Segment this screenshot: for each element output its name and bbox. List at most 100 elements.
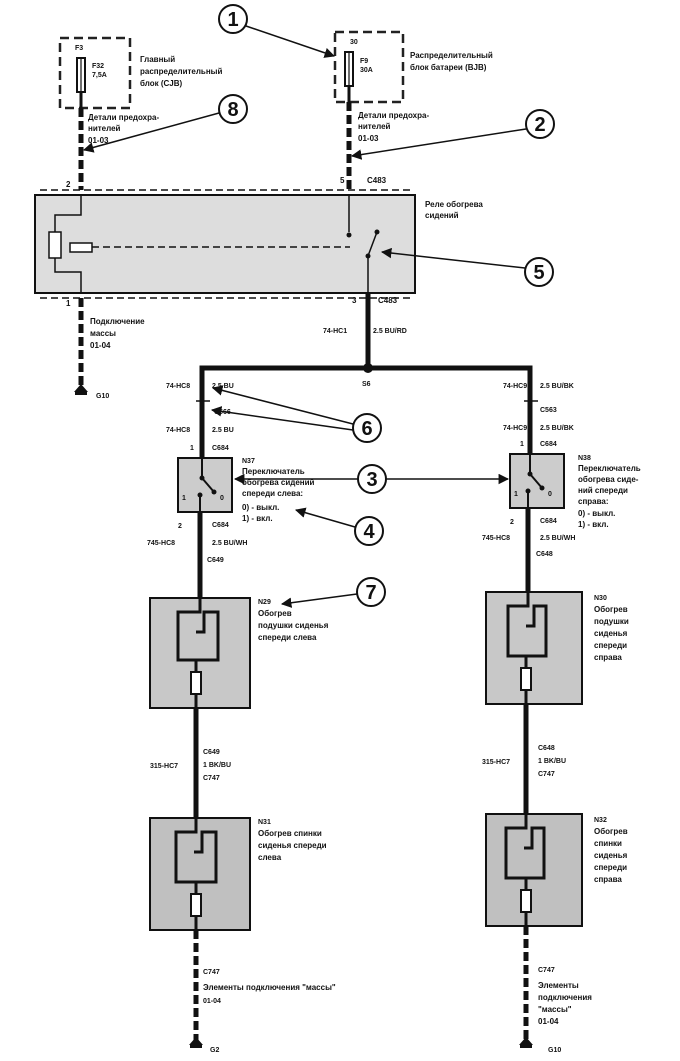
right-between-spec: 1 BK/BU	[538, 758, 566, 765]
fuse-details-right-1: Детали предохра-	[358, 111, 429, 120]
relay-title-2: сидений	[425, 211, 459, 220]
right-cushion-title-4: спереди	[594, 641, 627, 650]
fuse-bjb-desc-2: блок батареи (BJB)	[410, 63, 487, 72]
fuse-details-right-2: нителей	[358, 122, 391, 131]
right-back-title-4: спереди	[594, 863, 627, 872]
callout-7-label: 7	[365, 582, 376, 604]
relay-pin-5: 5	[340, 176, 345, 185]
left-switch-title-2: обогрева сидений	[242, 478, 315, 487]
right-back-id: N32	[594, 817, 607, 824]
right-cushion-heater	[485, 591, 583, 705]
right-cushion-id: N30	[594, 595, 607, 602]
callout-1: 1	[218, 4, 335, 58]
ground-left-text-3: 01-04	[90, 341, 111, 350]
right-wire-switch-out-spec: 2.5 BU/WH	[540, 535, 575, 542]
right-wire-switch-out-code: 745-HC8	[482, 535, 510, 542]
right-switch-state-1: 1) - вкл.	[578, 520, 609, 529]
right-between-conn-1: C648	[538, 745, 555, 752]
fuse-bjb-name: F9	[360, 58, 368, 65]
callout-8-label: 8	[227, 99, 238, 121]
left-switch-state-0: 0) - выкл.	[242, 503, 279, 512]
right-switch-pin-bottom: 2	[510, 519, 514, 526]
right-back-title-5: справа	[594, 875, 622, 884]
right-cushion-title-2: подушки	[594, 617, 629, 626]
left-wire-switch-out-code: 745-HC8	[147, 540, 175, 547]
right-wire-top-code: 74-HC9	[503, 383, 527, 390]
fuse-details-left-1: Детали предохра-	[88, 113, 159, 122]
trunk-spec: 2.5 BU/RD	[373, 328, 407, 335]
left-back-heater	[149, 817, 251, 931]
right-switch-id: N38	[578, 455, 591, 462]
ground-left-text-2: массы	[90, 329, 116, 338]
left-back-title-3: слева	[258, 853, 282, 862]
fuse-details-left-2: нителей	[88, 124, 121, 133]
right-back-title-2: спинки	[594, 839, 622, 848]
right-wire-mid-spec: 2.5 BU/BK	[540, 425, 574, 432]
right-end-conn: C747	[538, 967, 555, 974]
left-wire-mid-code: 74-HC8	[166, 427, 190, 434]
left-connector-mid: C566	[214, 409, 231, 416]
callout-7: 7	[280, 577, 386, 608]
fuse-cjb-desc-3: блок (CJB)	[140, 79, 183, 88]
relay-connector-bottom: C483	[378, 296, 398, 305]
right-cushion-title-3: сиденья	[594, 629, 628, 638]
fuse-cjb: F3 F32 7,5A	[58, 36, 132, 110]
fuse-details-right-3: 01-03	[358, 134, 379, 143]
callout-5: 5	[380, 247, 554, 287]
left-switch-title-1: Переключатель	[242, 467, 305, 476]
right-back-title-1: Обогрев	[594, 827, 628, 836]
callout-6: 6	[210, 385, 382, 443]
svg-text:1: 1	[182, 495, 186, 502]
svg-text:0: 0	[220, 495, 224, 502]
right-end-text-1: Элементы	[538, 981, 579, 990]
left-end-text-1: Элементы подключения "массы"	[203, 983, 336, 992]
left-wire-mid-spec: 2.5 BU	[212, 427, 234, 434]
relay	[34, 189, 416, 299]
callout-8: 8	[82, 94, 248, 153]
right-back-title-3: сиденья	[594, 851, 628, 860]
callout-1-label: 1	[227, 9, 238, 31]
left-switch-pin-top: 1	[190, 445, 194, 452]
callout-5-label: 5	[533, 262, 544, 284]
left-cushion-id: N29	[258, 599, 271, 606]
left-switch-state-1: 1) - вкл.	[242, 514, 273, 523]
right-wire-mid-code: 74-HC9	[503, 425, 527, 432]
trunk-splice: S6	[362, 381, 371, 388]
left-between-spec: 1 BK/BU	[203, 762, 231, 769]
right-switch-pin-top: 1	[520, 441, 524, 448]
right-back-heater	[485, 813, 583, 927]
left-heater-conn: C649	[207, 557, 224, 564]
fuse-cjb-rating: 7,5A	[92, 72, 107, 79]
left-cushion-title-1: Обогрев	[258, 609, 292, 618]
left-end-conn: C747	[203, 969, 220, 976]
right-between-code: 315-HC7	[482, 759, 510, 766]
left-back-id: N31	[258, 819, 271, 826]
fuse-details-left-3: 01-03	[88, 136, 109, 145]
trunk-wire: 74-HC1	[323, 328, 347, 335]
callout-3: 3	[233, 464, 510, 494]
right-between-conn-2: C747	[538, 771, 555, 778]
left-switch: 1 0	[177, 457, 233, 513]
callout-3-label: 3	[366, 469, 377, 491]
right-switch-title-3: ний спереди	[578, 486, 628, 495]
left-switch-conn-bottom: C684	[212, 522, 229, 529]
right-switch-title-1: Переключатель	[578, 464, 641, 473]
fuse-cjb-desc-1: Главный	[140, 55, 175, 64]
right-end-text-4: 01-04	[538, 1017, 559, 1026]
left-back-title-1: Обогрев спинки	[258, 829, 322, 838]
fuse-cjb-pin: F3	[75, 45, 83, 52]
right-switch: 1 0	[509, 453, 565, 509]
callout-4-label: 4	[363, 521, 375, 543]
fuse-bjb-desc-1: Распределительный	[410, 51, 493, 60]
right-switch-title-4: справа:	[578, 497, 609, 506]
right-end-text-2: подключения	[538, 993, 592, 1002]
right-heater-conn: C648	[536, 551, 553, 558]
left-cushion-title-3: спереди слева	[258, 633, 317, 642]
right-switch-title-2: обогрева сиде-	[578, 475, 639, 484]
left-switch-pin-bottom: 2	[178, 523, 182, 530]
callout-2-label: 2	[534, 114, 545, 136]
left-cushion-heater	[149, 597, 251, 709]
left-switch-conn-top: C684	[212, 445, 229, 452]
right-ground: G10	[548, 1047, 561, 1054]
